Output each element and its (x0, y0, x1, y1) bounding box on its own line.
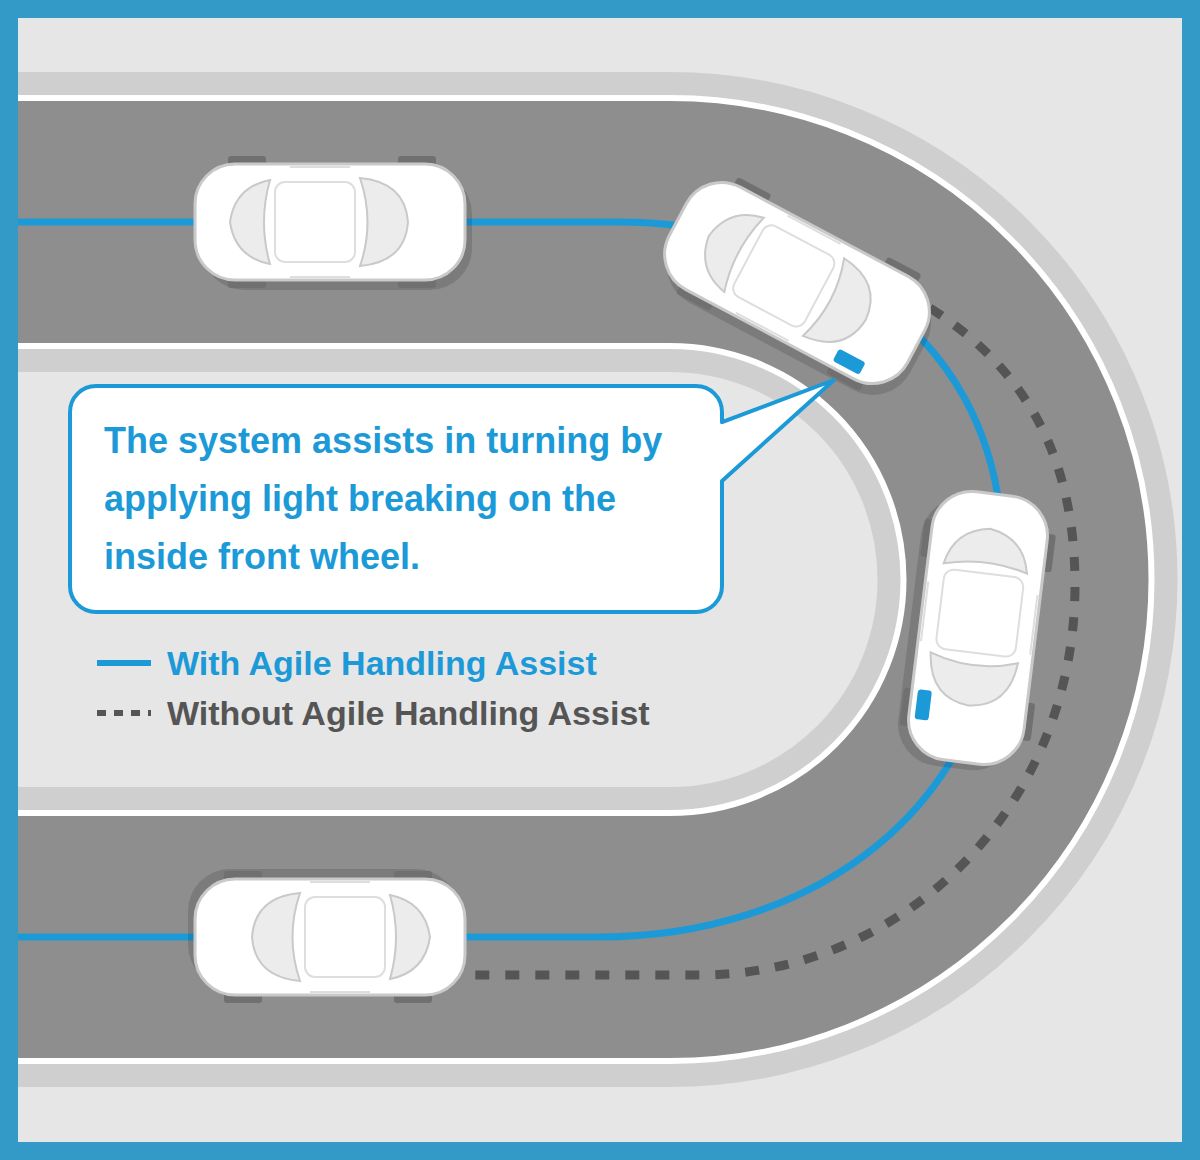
callout-text: The system assists in turning by applyin… (104, 412, 688, 586)
car (893, 486, 1060, 777)
legend-line (97, 660, 151, 666)
callout-shape (70, 380, 834, 612)
legend-entry: With Agile Handling Assist (95, 640, 597, 686)
car (188, 869, 465, 1003)
legend-text: Without Agile Handling Assist (167, 694, 650, 733)
car (195, 156, 472, 290)
legend-line-sample (95, 653, 153, 673)
braked-wheel (833, 348, 866, 374)
legend-entry: Without Agile Handling Assist (95, 690, 650, 736)
callout-bubble: The system assists in turning by applyin… (70, 386, 722, 612)
braked-wheel (914, 689, 932, 720)
legend-line-sample (95, 703, 153, 723)
legend-line (97, 710, 151, 716)
car (646, 161, 953, 409)
legend-text: With Agile Handling Assist (167, 644, 597, 683)
